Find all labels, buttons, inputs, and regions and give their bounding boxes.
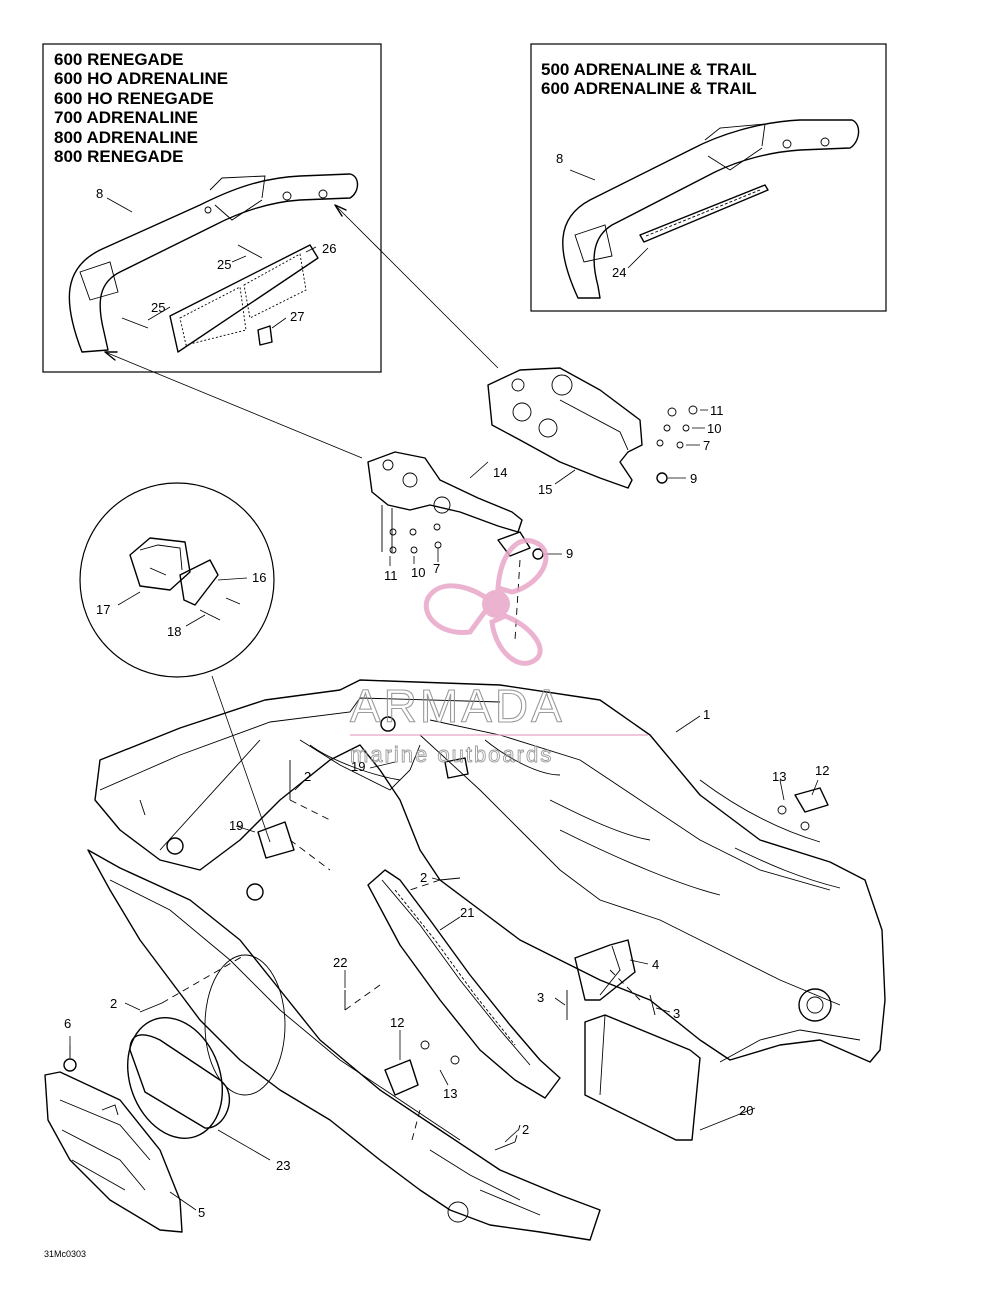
latch-mount [257,821,295,859]
callout-2-lower: 2 [522,1122,529,1137]
inset-left-model-3: 600 HO RENEGADE [54,89,214,108]
clip-12a [794,787,829,813]
callout-11-upper: 11 [710,403,724,418]
callout-8-left: 8 [96,186,103,201]
callout-20: 20 [739,1103,753,1118]
detail-circle [79,482,275,843]
nut-6 [63,1058,77,1072]
callout-24: 24 [612,265,626,280]
inset-right: 500 ADRENALINE & TRAIL 600 ADRENALINE & … [530,43,887,312]
callout-21: 21 [460,905,474,920]
watermark: ARMADA marine outboards [349,538,648,767]
bumper-part-8-right [562,119,860,299]
callout-16: 16 [252,570,266,585]
callout-25-lower: 25 [151,300,165,315]
callout-11-lower: 11 [384,568,398,583]
callout-13-lower: 13 [443,1086,457,1101]
inset-right-frame [530,43,887,312]
disc-part-23 [126,1017,231,1139]
inset-left-model-6: 800 RENEGADE [54,147,183,166]
reference-arrows [104,204,499,459]
callout-2-middle: 2 [420,870,427,885]
callout-2-top: 2 [304,769,311,784]
bracket-part-14 [367,451,531,557]
screw-part-18 [199,597,241,621]
callout-17: 17 [96,602,110,617]
callout-23: 23 [276,1158,290,1173]
hardware-main [63,760,829,1151]
callout-15: 15 [538,482,552,497]
callout-10-upper: 10 [707,421,721,436]
side-cover-part-5 [44,1071,183,1233]
hardware-bracket-15 [656,405,708,484]
main-leaders [69,715,819,1211]
chassis-part-1 [94,679,886,1063]
strip-part-24 [639,184,769,243]
side-panel-assembly [87,849,601,1241]
callout-1: 1 [703,707,710,722]
callout-7-lower: 7 [433,561,440,576]
cross-member-part-21 [367,869,561,1099]
callout-2-left: 2 [110,996,117,1011]
callout-3-left: 3 [537,990,544,1005]
callout-5: 5 [198,1205,205,1220]
pin-2d [494,1141,516,1151]
clip-27 [257,325,273,346]
clip-12b [384,1059,419,1096]
callout-25-upper: 25 [217,257,231,272]
bumper-part-8-left [68,173,359,353]
bracket-part-15 [487,367,643,489]
grille-part-26 [169,244,319,353]
callout-7-upper: 7 [703,438,710,453]
plate-part-16 [179,559,219,606]
assembly-lines [161,559,641,1143]
callout-9-upper: 9 [690,471,697,486]
drawing-code: 31Mc0303 [44,1249,86,1259]
panel-part-20 [584,1014,701,1141]
latch-part-17 [129,537,191,591]
callout-22: 22 [333,955,347,970]
screw-3b [649,994,656,1016]
callout-12-right: 12 [815,763,829,778]
callout-26: 26 [322,241,336,256]
inset-right-model-2: 600 ADRENALINE & TRAIL [541,79,757,98]
callout-6: 6 [64,1016,71,1031]
watermark-brand: ARMADA [350,680,565,732]
inset-left-model-4: 700 ADRENALINE [54,108,198,127]
pin-2c [139,1002,163,1013]
propeller-logo [423,538,549,666]
callout-27: 27 [290,309,304,324]
screw-25 [121,244,263,329]
callout-13-right: 13 [772,769,786,784]
watermark-tagline: marine outboards [350,742,553,767]
inset-left-model-1: 600 RENEGADE [54,50,183,69]
callout-14: 14 [493,465,507,480]
callout-19-left: 19 [229,818,243,833]
callout-8-right: 8 [556,151,563,166]
callout-4: 4 [652,957,659,972]
inset-left: 600 RENEGADE 600 HO ADRENALINE 600 HO RE… [42,43,382,373]
callout-12-lower: 12 [390,1015,404,1030]
inset-left-model-2: 600 HO ADRENALINE [54,69,228,88]
inset-left-frame [42,43,382,373]
bracket-part-4 [574,939,636,1001]
inset-right-model-1: 500 ADRENALINE & TRAIL [541,60,757,79]
callout-10-lower: 10 [411,565,425,580]
callout-18: 18 [167,624,181,639]
callout-19-top: 19 [351,759,365,774]
pin-2b [439,877,461,881]
inset-left-model-5: 800 ADRENALINE [54,128,198,147]
callout-3-right: 3 [673,1006,680,1021]
callout-9-lower: 9 [566,546,573,561]
hardware-bracket-14 [381,461,562,566]
detail-circle-frame [79,482,275,678]
